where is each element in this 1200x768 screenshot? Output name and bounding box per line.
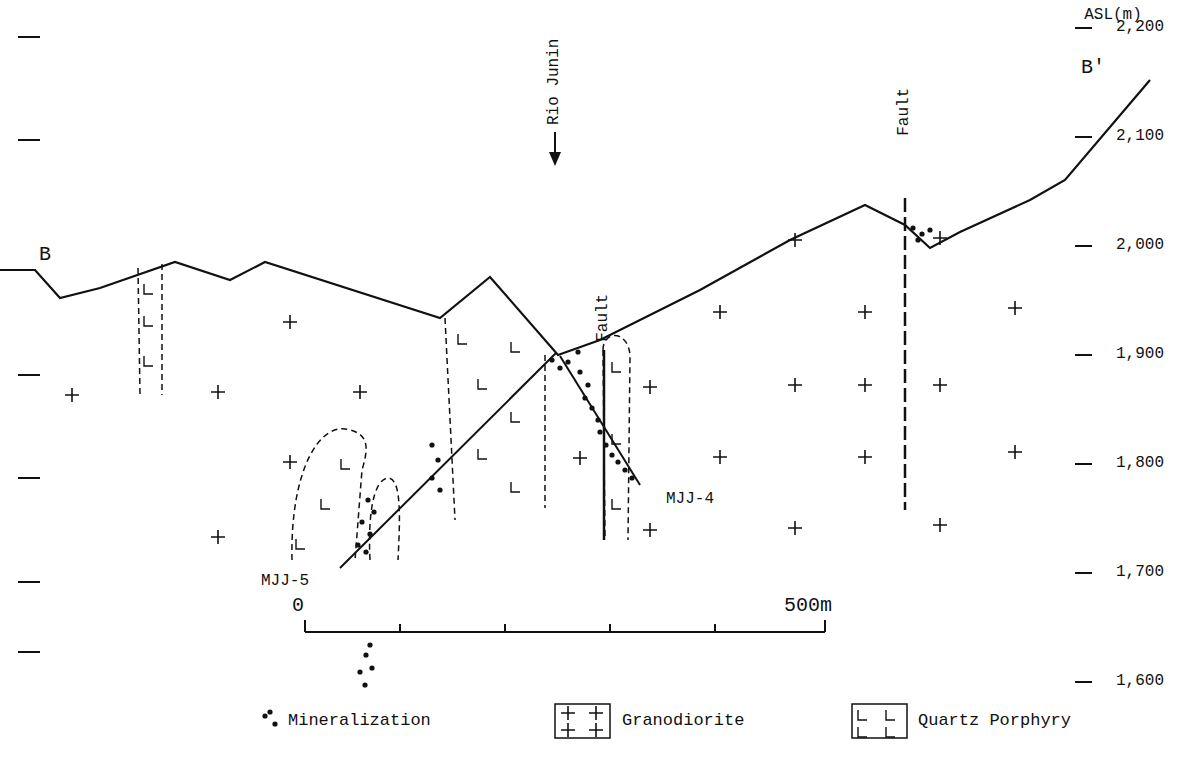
lithology-symbols — [65, 225, 1022, 737]
scale-bar — [305, 620, 825, 632]
mineralization-dot — [429, 442, 434, 447]
section-end-label: B — [39, 244, 51, 266]
elevation-label: 2,200 — [1116, 19, 1164, 37]
elevation-label: 1,900 — [1116, 346, 1164, 364]
mineralization-dot — [369, 665, 374, 670]
mineralization-dot — [927, 227, 932, 232]
mineralization-dot — [595, 417, 600, 422]
porphyry-dike — [138, 264, 162, 395]
mineralization-dot — [585, 382, 590, 387]
mineralization-dot — [577, 369, 582, 374]
mineralization-dot — [367, 531, 372, 536]
porphyry-dike — [445, 318, 545, 520]
mineralization-dot — [589, 405, 594, 410]
porphyry-lens — [370, 478, 400, 560]
porphyry-symbol — [144, 284, 895, 737]
elevation-label: 2,000 — [1116, 237, 1164, 255]
mineralization-dot — [429, 475, 434, 480]
mineralization-dot — [367, 642, 372, 647]
mineralization-dot — [629, 475, 634, 480]
granodiorite-symbol — [65, 231, 1022, 737]
elevation-label: 1,800 — [1116, 455, 1164, 473]
granodiorite-swatch — [555, 704, 610, 738]
mineralization-dot — [557, 365, 562, 370]
mineralization-dot — [362, 682, 367, 687]
faults — [604, 198, 905, 540]
right-ticks — [1075, 28, 1092, 682]
mineralization-dot — [365, 497, 370, 502]
porphyry-swatch — [852, 704, 907, 738]
section-end-label: B' — [1081, 57, 1105, 79]
elevation-label: 1,600 — [1116, 673, 1164, 691]
mineralization-dot — [357, 669, 362, 674]
fault-label: Fault — [896, 88, 914, 136]
drill-hole-label: MJJ-5 — [261, 573, 309, 591]
mineralization-dot — [437, 487, 442, 492]
mineralization-dot — [575, 349, 580, 354]
legend-text: Quartz Porphyry — [918, 712, 1071, 731]
river-arrow-head — [549, 152, 561, 166]
scale-label: 500m — [784, 595, 832, 617]
fault-label: Fault — [595, 294, 613, 342]
mineralization-dot — [272, 721, 277, 726]
porphyry-lens — [292, 429, 366, 560]
drill-holes — [340, 353, 640, 568]
mineralization-dot — [267, 709, 272, 714]
mineralization-dot — [363, 549, 368, 554]
mineralization-dot — [582, 395, 587, 400]
legend-text: Granodiorite — [622, 712, 744, 731]
drill-hole — [560, 356, 640, 485]
mineralization-dot — [597, 429, 602, 434]
mineralization-dot — [919, 231, 924, 236]
legend-text: Mineralization — [288, 712, 431, 731]
river-label: Rio Junin — [546, 39, 564, 125]
mineralization-dot — [915, 237, 920, 242]
mineralization-dot — [371, 509, 376, 514]
mineralization-dot — [363, 652, 368, 657]
mineralization-dot — [549, 357, 554, 362]
elevation-label: 2,100 — [1116, 128, 1164, 146]
elevation-label: 1,700 — [1116, 564, 1164, 582]
mineralization-dot — [622, 467, 627, 472]
fault-line — [904, 198, 907, 510]
mineralization-dot — [603, 442, 608, 447]
mineralization-dot — [262, 713, 267, 718]
drill-hole-label: MJJ-4 — [666, 491, 714, 509]
mineralization-dot — [910, 225, 915, 230]
porphyry-bodies — [138, 264, 630, 560]
scale-label: 0 — [292, 595, 304, 617]
mineralization-dot — [359, 519, 364, 524]
topography-profile — [0, 80, 1150, 355]
axis-ticks — [18, 28, 1092, 682]
left-ticks — [18, 37, 40, 652]
mineralization-dot — [435, 457, 440, 462]
mineralization-dot — [565, 359, 570, 364]
mineralization-dot — [615, 459, 620, 464]
mineralization-dot — [609, 452, 614, 457]
mineralization-dot — [355, 542, 360, 547]
scale-bar-line — [305, 620, 825, 632]
drill-hole — [340, 353, 556, 568]
